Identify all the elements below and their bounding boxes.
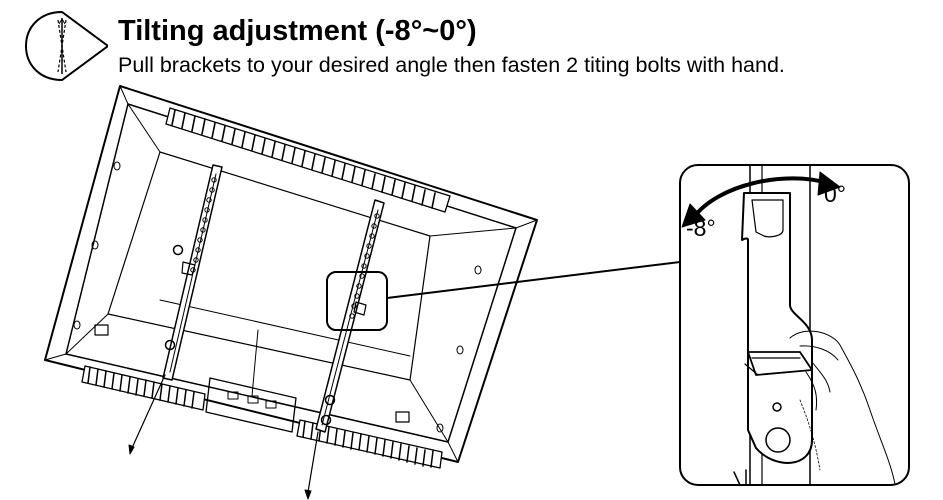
- section-title: Tilting adjustment (-8°~0°): [118, 15, 477, 47]
- tv-back-illustration: [44, 85, 681, 500]
- angle-min-label: -8°: [686, 215, 716, 241]
- instruction-text: Pull brackets to your desired angle then…: [118, 53, 785, 77]
- angle-max-label: 0°: [824, 181, 846, 207]
- tilt-icon: [24, 10, 108, 82]
- bracket-detail-illustration: [679, 164, 910, 486]
